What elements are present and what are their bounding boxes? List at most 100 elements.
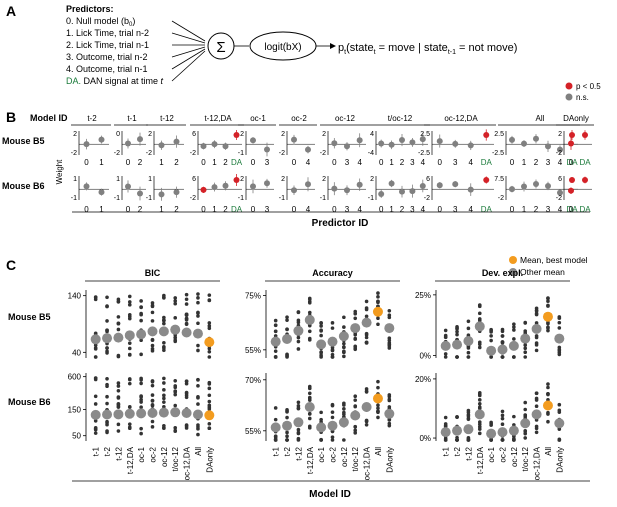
session-dot bbox=[162, 340, 166, 345]
session-dot bbox=[466, 417, 471, 422]
ytick-bottom: -2 bbox=[190, 195, 196, 202]
xtick-label: 0 bbox=[84, 158, 89, 167]
c-ytick: 140 bbox=[68, 292, 82, 301]
c-xtick-t/oc-12: t/oc-12 bbox=[171, 446, 180, 471]
mean-marker bbox=[497, 427, 508, 438]
session-dot bbox=[150, 343, 155, 348]
session-dot bbox=[296, 310, 301, 315]
weight-point bbox=[305, 146, 311, 153]
session-dot bbox=[477, 393, 482, 398]
session-dot bbox=[466, 350, 471, 355]
xtick-label: 2 bbox=[400, 158, 405, 167]
c-xtick-t/oc-12: t/oc-12 bbox=[521, 446, 530, 471]
session-dot bbox=[534, 391, 539, 396]
session-dot bbox=[546, 382, 550, 386]
ytick-bottom: -2 bbox=[424, 195, 430, 202]
weight-point bbox=[467, 186, 474, 193]
session-dot bbox=[342, 315, 346, 320]
session-dot bbox=[500, 409, 505, 414]
logit-label: logit(bX) bbox=[264, 42, 301, 53]
session-dot bbox=[523, 329, 528, 333]
xtick-label: 0 bbox=[510, 205, 515, 214]
weight-point bbox=[98, 136, 105, 143]
session-dot bbox=[116, 353, 121, 358]
ytick-top: 0 bbox=[116, 131, 120, 138]
session-dot bbox=[116, 327, 121, 332]
xtick-label: 3 bbox=[410, 205, 415, 214]
xtick-label: 0 bbox=[438, 158, 443, 167]
session-dot bbox=[162, 404, 166, 409]
session-dot bbox=[443, 335, 448, 339]
ytick-bottom: -2 bbox=[146, 150, 152, 157]
session-dot bbox=[342, 325, 346, 329]
c-xtick-All: All bbox=[544, 447, 553, 456]
session-dot bbox=[196, 396, 200, 400]
session-dot bbox=[330, 348, 335, 352]
predictor-connectors bbox=[171, 20, 206, 82]
session-dot bbox=[296, 335, 301, 340]
ytick-top: 6 bbox=[558, 176, 562, 183]
c-ytick: 20% bbox=[415, 375, 431, 384]
xtick-label: 2 bbox=[138, 205, 143, 214]
session-dot bbox=[285, 353, 289, 357]
session-dot bbox=[330, 435, 335, 439]
sigma-symbol: Σ bbox=[216, 39, 225, 56]
session-dot bbox=[557, 410, 562, 414]
session-dot bbox=[150, 338, 155, 343]
weight-point bbox=[125, 183, 131, 190]
session-dot bbox=[105, 394, 109, 399]
session-dot bbox=[127, 346, 132, 351]
session-dot bbox=[173, 335, 178, 340]
session-dot bbox=[512, 325, 516, 329]
mean-marker bbox=[170, 407, 181, 418]
session-dot bbox=[376, 379, 380, 384]
session-dot bbox=[477, 422, 482, 427]
session-dot bbox=[342, 341, 346, 346]
session-dot bbox=[173, 384, 178, 388]
mean-marker bbox=[338, 331, 349, 342]
session-dot bbox=[162, 348, 166, 353]
xtick-label: 4 bbox=[421, 158, 426, 167]
session-dot bbox=[330, 410, 335, 414]
c-xtick-t-12,DA: t-12,DA bbox=[126, 446, 135, 474]
session-dot bbox=[307, 396, 312, 401]
session-dot bbox=[523, 355, 528, 359]
session-dot bbox=[387, 346, 392, 350]
ytick-bottom: -4 bbox=[368, 150, 374, 157]
session-dot bbox=[364, 390, 369, 394]
weight-point bbox=[545, 143, 551, 150]
session-dot bbox=[512, 337, 516, 341]
model-label-oc-2: oc-2 bbox=[291, 114, 307, 123]
session-dot bbox=[296, 347, 301, 351]
weight-point bbox=[83, 141, 90, 148]
session-dot bbox=[387, 421, 392, 426]
session-dot bbox=[387, 308, 392, 313]
session-dot bbox=[319, 417, 323, 422]
weight-point bbox=[399, 137, 405, 144]
session-dot bbox=[127, 377, 132, 382]
weight-point bbox=[452, 181, 459, 188]
session-dot bbox=[523, 346, 528, 351]
ytick-top: 2 bbox=[240, 131, 244, 138]
c-xtick-oc-1: oc-1 bbox=[137, 446, 146, 462]
session-dot bbox=[307, 329, 312, 334]
xtick-label: 3 bbox=[410, 158, 415, 167]
session-dot bbox=[342, 350, 346, 354]
session-dot bbox=[105, 382, 109, 387]
mean-marker bbox=[452, 339, 463, 350]
c-ytick: 75% bbox=[245, 291, 261, 300]
xtick-label: 4 bbox=[306, 205, 311, 214]
session-dot bbox=[105, 349, 109, 354]
weight-point bbox=[545, 182, 551, 189]
session-dot bbox=[150, 319, 155, 323]
session-dot bbox=[364, 314, 369, 319]
c-ytick: 50 bbox=[72, 432, 81, 441]
xtick-label: 2 bbox=[138, 158, 143, 167]
session-dot bbox=[184, 390, 189, 395]
session-dot bbox=[319, 353, 323, 358]
c-xtick-oc-12,DA: oc-12,DA bbox=[183, 446, 192, 480]
session-dot bbox=[330, 326, 335, 330]
legend-sig-label: p < 0.5 bbox=[576, 82, 601, 91]
session-dot bbox=[173, 403, 178, 408]
session-dot bbox=[477, 345, 482, 350]
